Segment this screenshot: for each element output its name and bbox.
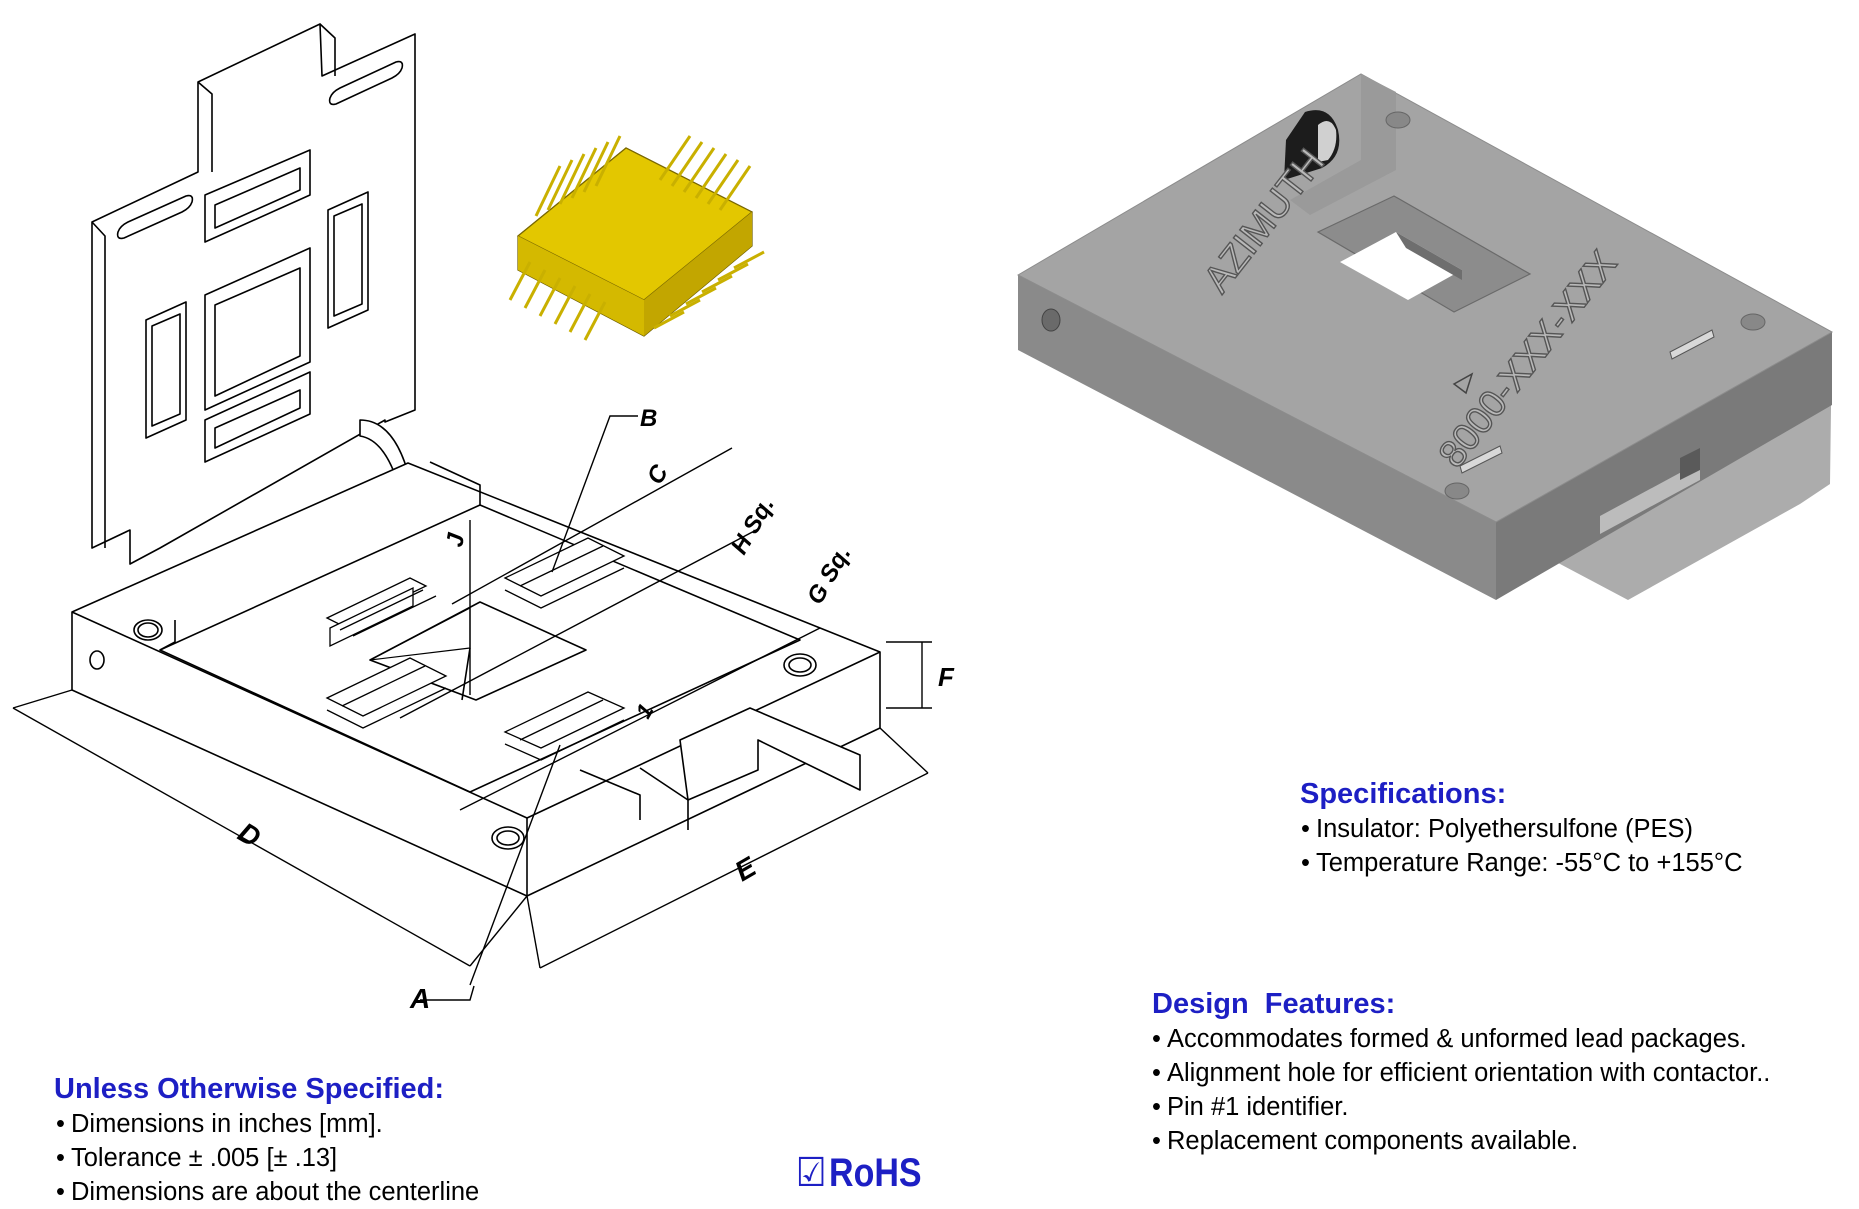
list-item: Replacement components available.	[1152, 1124, 1770, 1158]
list-item: Tolerance ± .005 [± .13]	[56, 1141, 479, 1175]
dim-label-b: B	[640, 405, 657, 432]
list-item: Pin #1 identifier.	[1152, 1090, 1770, 1124]
dim-label-f: F	[938, 662, 955, 692]
dim-label-c: C	[642, 460, 674, 489]
contact-rows	[325, 537, 626, 761]
dim-label-a: A	[409, 983, 430, 1014]
socket-outline	[71, 23, 881, 897]
unless-otherwise-heading: Unless Otherwise Specified:	[54, 1073, 445, 1105]
checkbox-icon: ☑	[796, 1151, 827, 1195]
list-item: Dimensions in inches [mm].	[56, 1107, 479, 1141]
rohs-label: RoHS	[829, 1151, 922, 1195]
dim-label-h: H Sq.	[726, 492, 780, 559]
dim-label-j: J	[441, 531, 470, 549]
dim-label-e: E	[730, 850, 763, 887]
specifications-list: Insulator: Polyethersulfone (PES) Temper…	[1301, 812, 1743, 880]
list-item: Alignment hole for efficient orientation…	[1152, 1056, 1770, 1090]
unless-otherwise-list: Dimensions in inches [mm]. Tolerance ± .…	[56, 1107, 479, 1209]
list-item: Accommodates formed & unformed lead pack…	[1152, 1022, 1770, 1056]
design-features-list: Accommodates formed & unformed lead pack…	[1152, 1022, 1770, 1158]
list-item: Insulator: Polyethersulfone (PES)	[1301, 812, 1743, 846]
socket-render-image: AZIMUTH 8000-XXX-XXX	[1016, 73, 1834, 600]
gold-package-image	[508, 135, 765, 341]
specifications-heading: Specifications:	[1300, 778, 1507, 810]
rohs-badge: ☑RoHS	[796, 1150, 922, 1196]
dim-label-g: G Sq.	[802, 541, 857, 609]
dimension-lines	[12, 415, 932, 1001]
list-item: Dimensions are about the centerline	[56, 1175, 479, 1209]
list-item: Temperature Range: -55°C to +155°C	[1301, 846, 1743, 880]
design-features-heading: Design Features:	[1152, 988, 1396, 1020]
